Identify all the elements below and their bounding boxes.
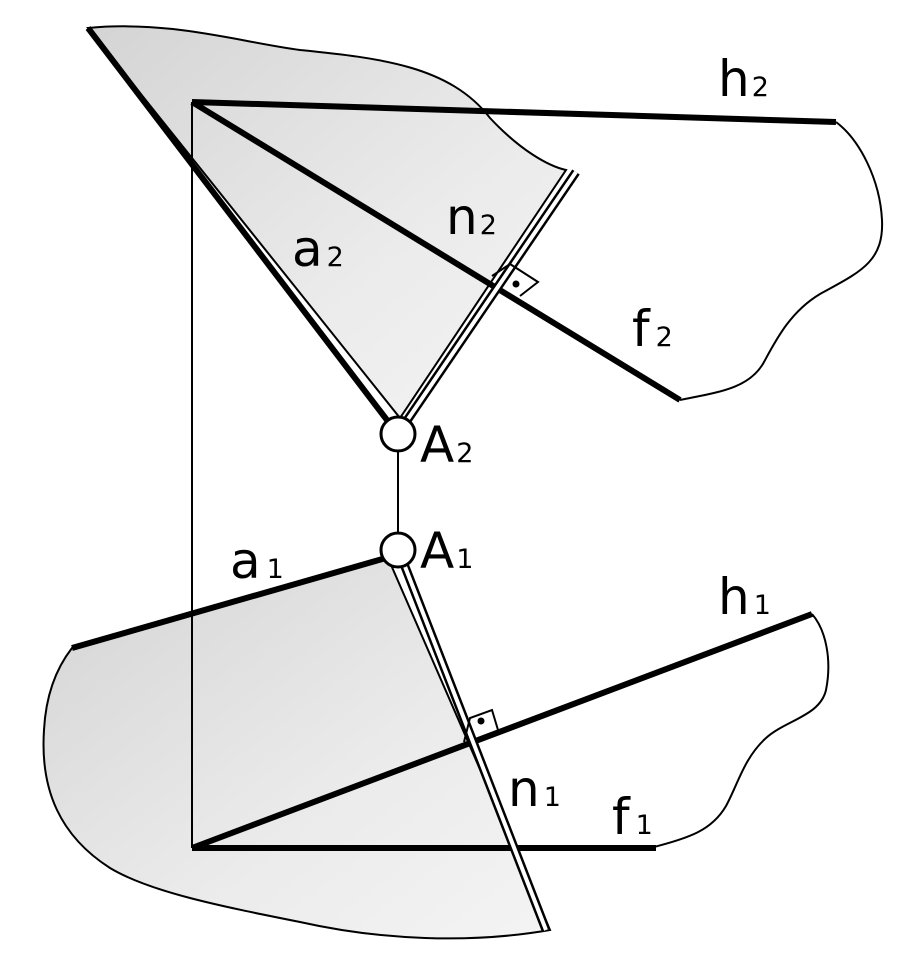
right-angle-mark-n1 — [463, 708, 499, 743]
line-h1 — [190, 611, 814, 851]
line-a2 — [85, 26, 393, 426]
line-f2 — [190, 99, 682, 403]
plane-region-lower — [42, 556, 552, 940]
line-n1-inner — [402, 563, 548, 931]
line-a1 — [71, 555, 387, 651]
right-angle-mark-n2 — [491, 262, 540, 297]
plane-outline-upper-right — [679, 121, 884, 401]
plane-region-upper — [86, 25, 568, 420]
label-A1: A1 — [420, 522, 473, 580]
line-n2-inner — [404, 170, 578, 424]
right-angle-dot-n2 — [512, 280, 520, 288]
label-n2: n2 — [446, 188, 497, 246]
point-A1 — [379, 531, 417, 569]
label-A2: A2 — [420, 416, 473, 474]
label-h2: h2 — [718, 50, 769, 108]
plane-outline-lower-right — [649, 613, 830, 849]
point-A2 — [379, 415, 417, 453]
right-angle-dot-n1 — [477, 717, 485, 725]
line-h2 — [191, 99, 837, 125]
